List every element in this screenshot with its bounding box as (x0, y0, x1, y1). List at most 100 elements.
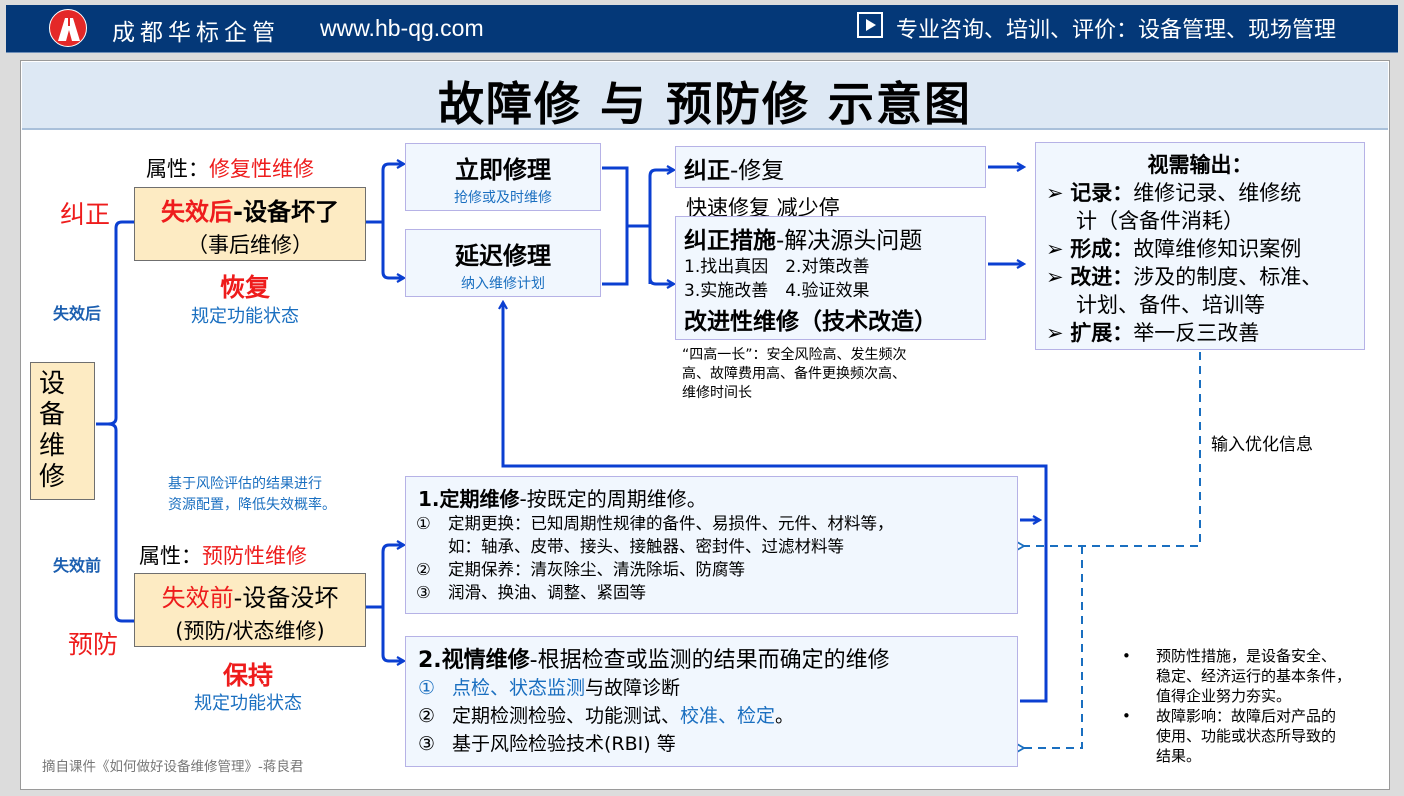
corrective-measures-box: 纠正措施-解决源头问题 1.找出真因 2.对策改善 3.实施改善 4.验证效果 … (675, 216, 986, 340)
corrective-box: 失效后-设备坏了 （事后维修） (134, 187, 366, 261)
preventive-box-title: 失效前-设备没坏 (135, 578, 365, 613)
condition-item: ② 定期检测检验、功能测试、校准、检定。 (418, 702, 1017, 730)
output-text: 维修记录、维修统 (1133, 181, 1302, 205)
four-highs-note: “四高一长”：安全风险高、发生频次 高、故障费用高、备件更换频次高、 维修时间长 (682, 346, 907, 403)
source-credit: 摘自课件《如何做好设备维修管理》-蒋良君 (42, 759, 304, 775)
item-text: 定期更换：已知周期性规律的备件、易损件、元件、材料等， (448, 514, 894, 533)
condition-title: 2.视情维修-根据检查或监测的结果而确定的维修 (418, 642, 1017, 674)
corrective-attribute: 属性：修复性维修 (146, 153, 314, 183)
services-text: 专业咨询、培训、评价：设备管理、现场管理 (896, 18, 1337, 43)
risk-note-line: 资源配置，降低失效概率。 (168, 497, 336, 513)
preventive-box-sub: (预防/状态维修) (175, 619, 325, 643)
preventive-result-sub: 规定功能状态 (194, 693, 302, 714)
item-text-blue: 校准、检定 (680, 705, 776, 727)
arrow-bullet-icon: ➢ (1046, 265, 1071, 289)
measures-step-line-2: 3.实施改善 4.验证效果 (684, 281, 870, 301)
output-item: ➢ 改进：涉及的制度、标准、 (1046, 265, 1323, 289)
bullet-icon: • (1122, 707, 1131, 725)
hb-logo-icon (49, 9, 87, 47)
periodic-title: 1.定期维修-按既定的周期维修。 (418, 483, 1017, 512)
fix-box: 纠正-修复 (675, 146, 986, 188)
condition-title-bold: 2.视情维修 (418, 648, 530, 673)
attr-prefix: 属性： (146, 157, 209, 181)
delayed-repair-box: 延迟修理 纳入维修计划 (405, 229, 601, 297)
item-num: ③ (418, 733, 436, 755)
title-band (22, 62, 1388, 130)
note-line: 值得企业努力夯实。 (1156, 687, 1292, 705)
corrective-side-label: 纠正 (60, 200, 111, 229)
fix-title: 纠正-修复 (684, 151, 985, 185)
preventive-result: 保持 (222, 661, 273, 690)
delayed-repair-sub: 纳入维修计划 (461, 276, 545, 292)
root-equipment-maintenance: 设备维修 (30, 362, 95, 500)
four-highs-line: 维修时间长 (682, 385, 752, 401)
outputs-box: 视需输出： ➢ 记录：维修记录、维修统 计（含备件消耗） ➢ 形成：故障维修知识… (1035, 142, 1365, 350)
fix-title-bold: 纠正 (684, 158, 730, 184)
box-title-red: 失效后 (161, 198, 234, 226)
website-link[interactable]: www.hb-qg.com (320, 15, 484, 41)
note-item: • 故障影响：故障后对产品的 使用、功能或状态所导致的 结果。 (1120, 706, 1380, 766)
fix-title-rest: -修复 (730, 158, 785, 184)
header-bar (6, 5, 1398, 53)
side-notes: • 预防性措施，是设备安全、 稳定、经济运行的基本条件， 值得企业努力夯实。 •… (1120, 646, 1380, 766)
arrow-bullet-icon: ➢ (1046, 237, 1071, 261)
output-key: 记录 (1070, 181, 1113, 205)
outputs-title: 视需输出： (1147, 153, 1253, 177)
page-title: 故障修 与 预防修 示意图 (437, 77, 973, 131)
condition-title-rest: -根据检查或监测的结果而确定的维修 (529, 648, 890, 673)
bullet-icon: • (1122, 647, 1131, 665)
measures-title-bold: 纠正措施 (684, 228, 776, 254)
attr-value: 预防性维修 (202, 544, 307, 568)
outputs-list: ➢ 记录：维修记录、维修统 计（含备件消耗） ➢ 形成：故障维修知识案例 ➢ 改… (1046, 179, 1364, 347)
measures-title: 纠正措施-解决源头问题 (684, 221, 985, 255)
corrective-box-title: 失效后-设备坏了 (135, 192, 365, 227)
immediate-repair-box: 立即修理 抢修或及时维修 (405, 143, 601, 211)
branch-before-label: 失效前 (53, 556, 102, 575)
item-num: ② (418, 705, 436, 727)
note-line: 结果。 (1156, 747, 1202, 765)
brand-name: 成都华标企管 (112, 20, 280, 46)
delayed-repair-title: 延迟修理 (455, 242, 551, 270)
note-line: 故障影响：故障后对产品的 (1156, 707, 1337, 725)
corrective-result-sub: 规定功能状态 (191, 306, 299, 327)
risk-note-line: 基于风险评估的结果进行 (168, 476, 322, 492)
item-text-tail: 。 (775, 705, 795, 727)
output-item: ➢ 记录：维修记录、维修统 (1046, 181, 1302, 205)
output-text: 举一反三改善 (1133, 321, 1260, 345)
root-label: 设备维修 (39, 369, 66, 492)
attr-value: 修复性维修 (209, 157, 314, 181)
preventive-side-label: 预防 (68, 630, 119, 659)
measures-step-line-1: 1.找出真因 2.对策改善 (684, 257, 870, 277)
attr-prefix: 属性： (139, 544, 202, 568)
output-key: 扩展 (1070, 321, 1113, 345)
preventive-box: 失效前-设备没坏 (预防/状态维修) (134, 573, 366, 647)
output-key: 形成 (1070, 237, 1113, 261)
preventive-attribute: 属性：预防性维修 (139, 540, 307, 570)
four-highs-line: “四高一长”：安全风险高、发生频次 (682, 347, 907, 363)
immediate-repair-sub: 抢修或及时维修 (454, 190, 552, 206)
note-line: 使用、功能或状态所导致的 (1156, 727, 1337, 745)
corrective-result: 恢复 (219, 273, 270, 302)
note-line: 稳定、经济运行的基本条件， (1156, 667, 1352, 685)
risk-note: 基于风险评估的结果进行 资源配置，降低失效概率。 (168, 474, 336, 516)
output-text: 涉及的制度、标准、 (1133, 265, 1323, 289)
output-text-cont: 计划、备件、培训等 (1076, 293, 1265, 317)
item-text-blue: 点检、状态监测 (452, 677, 586, 699)
item-text: 定期检测检验、功能测试、 (452, 705, 681, 727)
immediate-repair-title: 立即修理 (455, 156, 551, 184)
item-text: 与故障诊断 (585, 677, 681, 699)
box-title-red: 失效前 (161, 584, 234, 612)
note-item: • 预防性措施，是设备安全、 稳定、经济运行的基本条件， 值得企业努力夯实。 (1120, 646, 1380, 706)
corrective-box-sub: （事后维修） (187, 233, 313, 257)
four-highs-line: 高、故障费用高、备件更换频次高、 (682, 366, 906, 382)
item-text-cont: 如：轴承、皮带、接头、接触器、密封件、过滤材料等 (448, 537, 844, 556)
periodic-title-bold: 1.定期维修 (418, 487, 520, 511)
